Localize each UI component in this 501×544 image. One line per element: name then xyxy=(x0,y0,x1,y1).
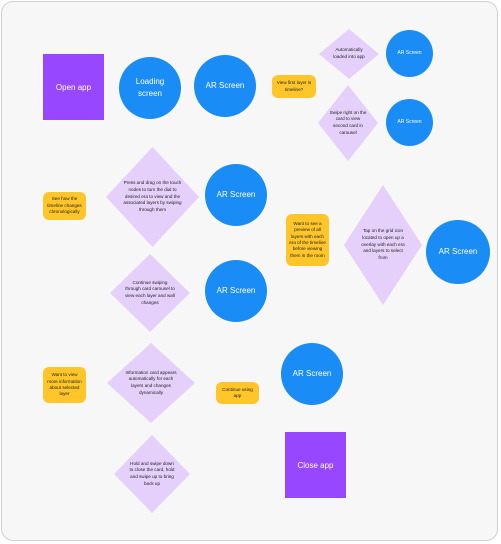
see-timeline-sticky: See how the timeline changes chronologic… xyxy=(43,192,86,220)
hold-swipe-label: Hold and swipe down to close the card, h… xyxy=(129,460,175,486)
close-app-label: Close app xyxy=(297,460,334,470)
loading-screen-circle: Loading screen xyxy=(119,57,181,119)
ar-screen-label-top-right-1: AR Screen xyxy=(397,49,422,56)
continue-swiping-diamond-shape xyxy=(110,254,190,332)
press-drag-diamond: Press and drag on the touch nodes to tur… xyxy=(106,147,199,247)
see-timeline-label: See how the timeline changes chronologic… xyxy=(47,196,82,215)
press-drag-label: Press and drag on the touch nodes to tur… xyxy=(123,180,182,212)
info-card-label: Information card appears automatically f… xyxy=(125,369,177,395)
want-more-info-sticky: Want to view more information about sele… xyxy=(43,367,86,403)
ar-screen-label-3: AR Screen xyxy=(216,286,256,296)
ar-screen-label-1: AR Screen xyxy=(205,81,245,91)
ar-screen-circle-top-right-2: AR Screen xyxy=(386,99,433,146)
ar-screen-label-far-right: AR Screen xyxy=(438,247,478,257)
want-preview-label: Want to see a preview of all layers with… xyxy=(289,220,326,258)
auto-loaded-diamond-shape xyxy=(319,29,379,79)
swipe-right-diamond-shape xyxy=(318,85,378,161)
swipe-right-label: Swipe right on the card to view second c… xyxy=(329,109,367,135)
view-first-layer-label: View first layer is timeline? xyxy=(276,80,312,92)
info-card-diamond-shape xyxy=(107,343,195,423)
ar-screen-label-4: AR Screen xyxy=(292,369,332,379)
ar-screen-circle-3: AR Screen xyxy=(205,260,267,322)
ar-screen-circle-far-right: AR Screen xyxy=(426,220,490,284)
continue-swiping-diamond: Continue swiping through card carousel t… xyxy=(110,254,190,332)
loading-screen-label: Loading screen xyxy=(135,77,165,98)
tap-grid-diamond-shape xyxy=(344,185,422,305)
ar-screen-circle-2: AR Screen xyxy=(205,164,267,226)
auto-loaded-label: Automatically loaded into app xyxy=(333,47,365,59)
hold-swipe-diamond-shape xyxy=(114,435,190,513)
want-preview-sticky: Want to see a preview of all layers with… xyxy=(286,214,329,266)
hold-swipe-diamond: Hold and swipe down to close the card, h… xyxy=(114,435,190,513)
ar-screen-circle-top-right-1: AR Screen xyxy=(386,30,433,77)
ar-screen-label-2: AR Screen xyxy=(216,190,256,200)
open-app-label: Open app xyxy=(55,82,92,92)
tap-grid-diamond: Tap on the grid icon located to open up … xyxy=(344,185,422,305)
tap-grid-label: Tap on the grid icon located to open up … xyxy=(361,228,405,260)
want-more-info-label: Want to view more information about sele… xyxy=(47,372,82,397)
view-first-layer-sticky: View first layer is timeline? xyxy=(272,75,316,98)
swipe-right-diamond: Swipe right on the card to view second c… xyxy=(318,85,378,161)
close-app-box: Close app xyxy=(285,432,346,498)
continue-swiping-label: Continue swiping through card carousel t… xyxy=(125,279,175,305)
ar-screen-label-top-right-2: AR Screen xyxy=(397,118,422,125)
info-card-diamond: Information card appears automatically f… xyxy=(107,343,195,423)
press-drag-diamond-shape xyxy=(106,147,199,247)
auto-loaded-diamond: Automatically loaded into app xyxy=(319,29,379,79)
continue-using-label: Continue using app xyxy=(222,386,253,398)
continue-using-sticky: Continue using app xyxy=(216,382,259,404)
open-app-box: Open app xyxy=(43,54,104,120)
ar-screen-circle-1: AR Screen xyxy=(194,55,256,117)
ar-screen-circle-4: AR Screen xyxy=(281,343,343,405)
